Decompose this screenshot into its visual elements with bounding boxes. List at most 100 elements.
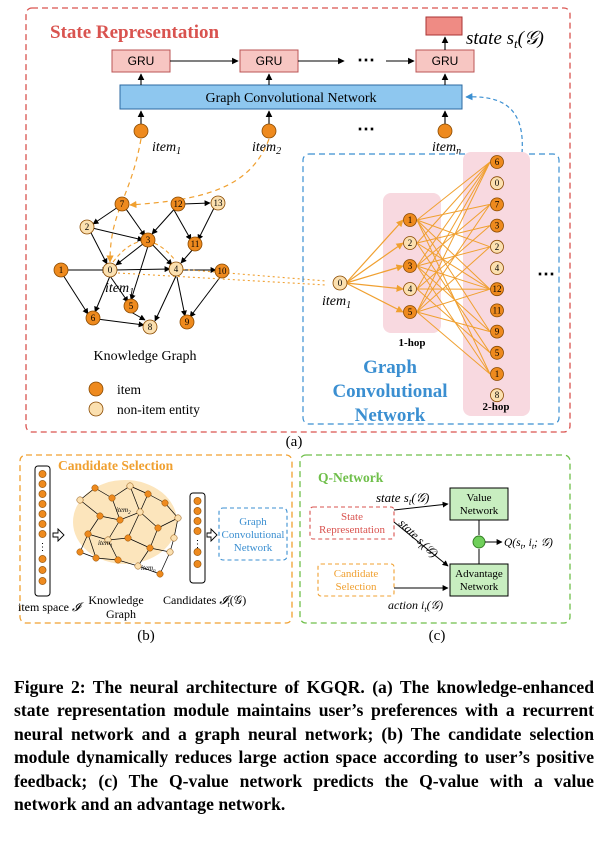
- action-label: action it(𝒢): [388, 598, 443, 614]
- advantage-network-box: [449, 563, 509, 597]
- gcn-hop2-edge: [416, 265, 491, 290]
- gcn-hop2-edge: [416, 288, 491, 354]
- item-space-dot: [38, 530, 47, 538]
- kg-node-5: [123, 298, 139, 314]
- kg-node-10-label: 10: [218, 266, 228, 276]
- hop2-node-label: 1: [495, 369, 500, 379]
- item-space-dot: [38, 470, 47, 478]
- mini-kg-node: [134, 562, 142, 570]
- value-network-box: [449, 487, 509, 521]
- mini-kg-node: [76, 548, 84, 556]
- hop2-node: [490, 367, 504, 381]
- item-ellipsis: ⋯: [357, 119, 375, 139]
- panel-a-frame: [25, 7, 571, 433]
- hop1-node: [403, 236, 417, 250]
- hop1-node: [403, 282, 417, 296]
- hop2-node: [490, 197, 504, 212]
- gcn-edges: [345, 161, 491, 375]
- candidate-dot: [193, 517, 202, 525]
- kg-node-1-label: 1: [59, 265, 64, 275]
- gcn-bar: [119, 84, 463, 110]
- hop2-ellipsis: ⋯: [537, 264, 555, 284]
- hop2-node: [490, 239, 504, 254]
- kg-node-12: [170, 196, 186, 212]
- seq-item-n-node: [437, 123, 453, 139]
- gru-ellipsis: ⋯: [357, 50, 375, 70]
- kg-node-8: [142, 319, 158, 335]
- panel-c-letter: (c): [429, 628, 446, 644]
- hop2-node: [490, 176, 504, 191]
- panel-b-gcn-box: [218, 507, 288, 561]
- value-network-label-2: Network: [460, 505, 499, 517]
- state-rep-box: [309, 506, 395, 540]
- mini-kg-edge: [111, 497, 121, 521]
- gcn-subpanel-frame: [302, 153, 560, 425]
- kg-node-2-label: 2: [85, 222, 90, 232]
- mini-kg: [76, 482, 182, 578]
- hop2-node-label: 12: [493, 284, 502, 294]
- seq-item-n-label: itemn: [432, 140, 461, 157]
- kg-highlight-blob: [73, 480, 177, 564]
- mini-kg-node: [166, 548, 174, 556]
- kg-node-9-label: 9: [185, 317, 190, 327]
- kg-node-3-label: 3: [146, 235, 151, 245]
- gru-row: GRU GRU GRU ⋯: [111, 36, 475, 73]
- hop1-node: [403, 259, 417, 273]
- panel-c-frame: [299, 454, 571, 624]
- gcn-hop2-edge: [416, 161, 491, 290]
- panel-b-gcn-label-1: Graph: [239, 516, 267, 528]
- mini-kg-edge: [107, 519, 121, 541]
- mini-kg-node: [84, 530, 92, 538]
- hop1-node: [403, 213, 417, 227]
- arrow-to-kg-icon: [52, 527, 65, 543]
- gcn-hop2-edge: [416, 225, 491, 290]
- mini-item-label-n: itemn: [141, 564, 156, 574]
- hop2-node: [490, 388, 504, 403]
- hop2-node-label: 6: [495, 157, 500, 167]
- item-space-dot: [38, 520, 47, 528]
- mini-kg-node: [136, 508, 144, 516]
- mini-kg-edge: [139, 511, 159, 529]
- hop2-node: [490, 324, 504, 339]
- kg-label: Knowledge Graph: [93, 349, 196, 364]
- mini-kg-edge: [149, 527, 159, 549]
- kg-node-4: [168, 261, 184, 277]
- mini-kg-edge: [127, 537, 151, 549]
- mini-kg-edge: [107, 539, 119, 561]
- kg-node-10: [214, 263, 230, 279]
- panel-b-letter: (b): [137, 628, 155, 644]
- item-space-dot: [38, 566, 47, 574]
- mini-kg-node: [170, 534, 178, 542]
- gcn-hop1-edge: [345, 282, 404, 313]
- item-space-dot: [38, 480, 47, 488]
- mini-kg-node: [144, 490, 152, 498]
- legend-item-label: item: [117, 382, 141, 397]
- candidate-dot: [193, 560, 202, 568]
- mini-kg-node: [91, 484, 99, 492]
- mini-kg-edge: [127, 511, 141, 539]
- item-space-label: item space 𝓘: [18, 600, 84, 614]
- gcn-hop2-edge: [416, 225, 491, 244]
- gcn-hop2-edge: [416, 161, 491, 267]
- gcn-item1-label: item1: [322, 294, 351, 311]
- panel-a: State Representation state st(𝒢) GRU GRU…: [25, 7, 571, 450]
- state-output-box: [425, 16, 463, 36]
- gcn-hop2-edge: [416, 242, 491, 290]
- kg-node-11: [187, 236, 203, 252]
- gcn-hop1-edge: [345, 219, 404, 284]
- gru-1-label: GRU: [128, 54, 155, 68]
- mini-kg-node: [76, 496, 84, 504]
- mini-kg-node: [116, 516, 124, 524]
- hop2-label: 2-hop: [483, 401, 510, 413]
- gcn-hop2-edge: [416, 265, 491, 375]
- candidate-column: [189, 492, 206, 584]
- mini-kg-node: [96, 512, 104, 520]
- kg-node-7-label: 7: [120, 199, 125, 209]
- panel-b-kg-label-1: Knowledge: [88, 593, 143, 607]
- hop2-node-label: 8: [495, 390, 500, 400]
- mini-kg-edge: [129, 485, 141, 513]
- candidate-dots: ⋮: [193, 497, 203, 568]
- mini-kg-edge: [137, 547, 151, 567]
- kg-node-4-label: 4: [174, 264, 179, 274]
